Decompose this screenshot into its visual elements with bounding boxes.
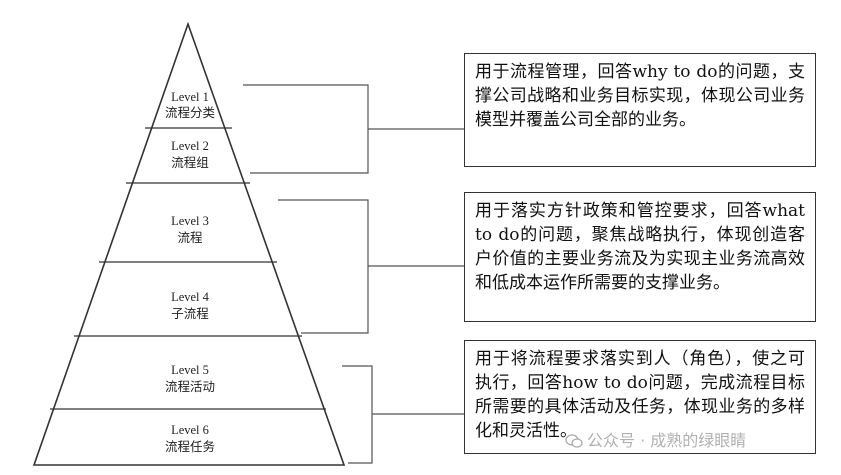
level-1-name: 流程分类 (165, 105, 216, 120)
level-1-label: Level 1 (171, 90, 209, 104)
level-3-label: Level 3 (171, 214, 209, 228)
level-4-name: 子流程 (171, 306, 209, 321)
description-box-3: 用于将流程要求落实到人（角色），使之可执行，回答how to do问题，完成流程… (464, 340, 816, 454)
pyramid-outline (32, 21, 346, 466)
level-6-label: Level 6 (171, 423, 209, 437)
bracket-connector-3 (342, 365, 373, 464)
level-5-label: Level 5 (171, 363, 209, 377)
bracket-connector-2 (278, 199, 369, 334)
description-box-2: 用于落实方针政策和管控要求，回答what to do的问题，聚焦战略执行，体现创… (464, 192, 816, 322)
level-6-name: 流程任务 (165, 439, 215, 454)
level-5-name: 流程活动 (165, 379, 215, 394)
description-box-1: 用于流程管理，回答why to do的问题，支撑公司战略和业务目标实现，体现公司… (464, 53, 816, 167)
level-4-label: Level 4 (171, 290, 210, 304)
bracket-connector-1 (243, 84, 369, 174)
level-2-name: 流程组 (171, 155, 209, 170)
watermark-text: 公众号 · 成熟的绿眼睛 (587, 431, 747, 450)
watermark: 公众号 · 成熟的绿眼睛 (565, 427, 746, 451)
level-3-name: 流程 (177, 230, 203, 245)
wechat-icon (565, 434, 583, 448)
level-2-label: Level 2 (171, 139, 209, 153)
